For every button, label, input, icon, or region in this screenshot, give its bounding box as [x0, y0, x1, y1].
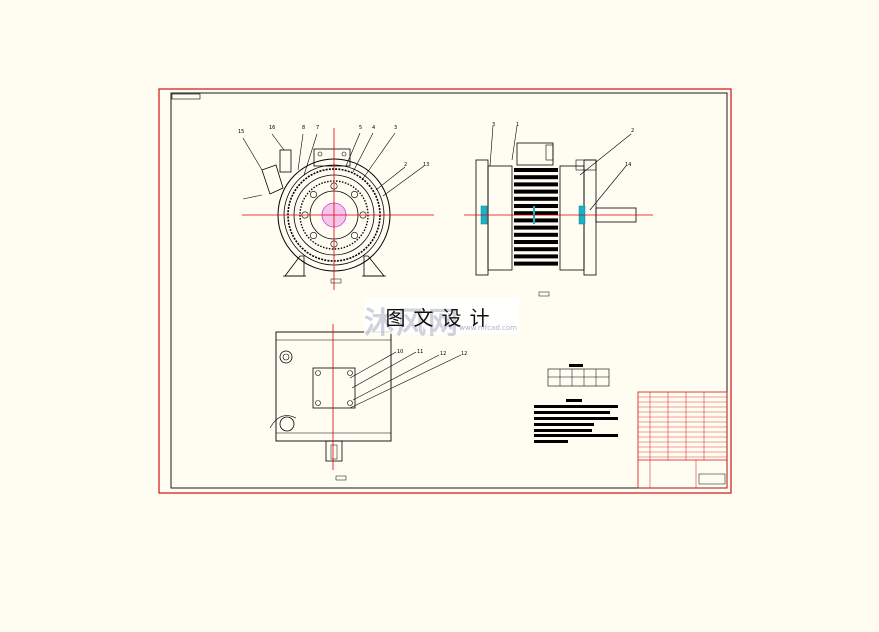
- technical-notes: [534, 364, 618, 443]
- front-view-part-label: 3: [394, 125, 397, 131]
- cooling-fin: [514, 218, 558, 223]
- top-view: [269, 324, 462, 481]
- side-view-part-label: 3: [492, 122, 495, 128]
- bolt-hole: [351, 190, 359, 198]
- cooling-fin: [514, 196, 558, 201]
- cooling-fin: [514, 182, 558, 187]
- front-view-part-label: 4: [372, 125, 375, 131]
- bolt-hole: [351, 232, 359, 240]
- side-view-part-label: 14: [625, 162, 631, 168]
- front-view-part-label: 7: [316, 125, 319, 131]
- top-view-part-label: 10: [397, 349, 403, 355]
- front-view-part-label: 13: [423, 162, 429, 168]
- cooling-fin: [514, 175, 558, 180]
- top-view-part-label: 12: [461, 351, 467, 357]
- top-view-part-label: 11: [417, 349, 423, 355]
- watermark-url: www.mfcad.com: [459, 324, 517, 332]
- outer-sheet-border: [158, 88, 732, 494]
- watermark-text: 图文设计: [385, 305, 498, 330]
- side-view-part-label: 1: [516, 122, 519, 128]
- cooling-fin: [514, 211, 558, 216]
- top-view-part-label: 12: [440, 351, 446, 357]
- front-view-part-label: 15: [238, 129, 244, 135]
- watermark-logo: 沐风网: [364, 306, 460, 341]
- cooling-fin: [514, 254, 558, 259]
- cooling-fin: [514, 225, 558, 230]
- cooling-fin: [514, 204, 558, 208]
- bolt-hole: [309, 232, 317, 240]
- front-view-part-label: 8: [302, 125, 305, 131]
- side-view-part-label: 2: [631, 128, 634, 134]
- title-block: [637, 391, 728, 489]
- cooling-fin: [514, 247, 558, 252]
- front-view: [242, 128, 434, 290]
- cooling-fin: [514, 232, 558, 237]
- front-view-part-label: 16: [269, 125, 275, 131]
- watermark: 沐风网 图文设计 www.mfcad.com: [364, 298, 519, 341]
- cooling-fin: [514, 261, 558, 266]
- cooling-fin: [514, 189, 558, 194]
- front-view-part-label: 2: [404, 162, 407, 168]
- corner-tag: [171, 93, 201, 100]
- front-view-part-label: 5: [359, 125, 362, 131]
- inner-drawing-border: [170, 92, 728, 489]
- cooling-fin: [514, 168, 558, 172]
- bolt-hole: [309, 190, 317, 198]
- cooling-fin: [514, 240, 558, 244]
- side-view: [464, 125, 653, 297]
